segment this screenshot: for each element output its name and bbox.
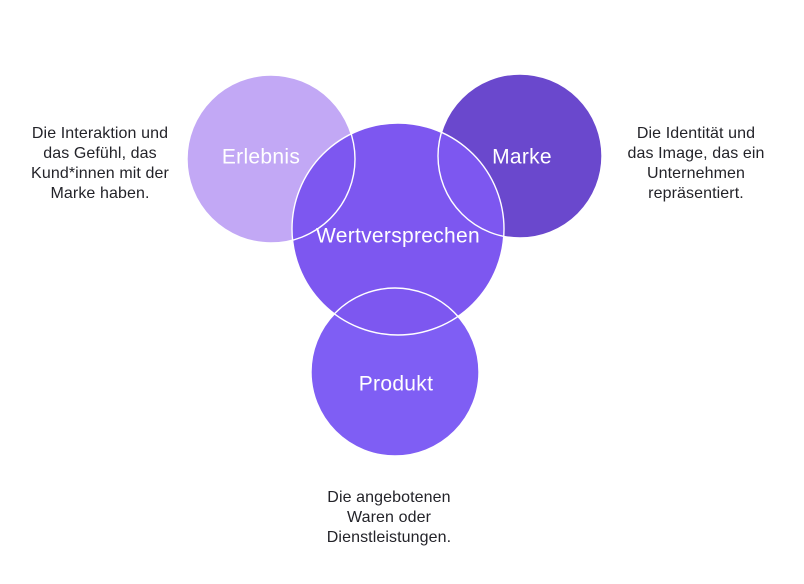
annotation-line: Die Identität und — [636, 125, 756, 142]
erlebnis-label: Erlebnis — [222, 146, 300, 169]
erlebnis-circle-outline — [186, 74, 356, 244]
annotation-line: Die Interaktion und — [31, 125, 169, 142]
marke-annotation: Die Identität und das Image, das ein Unt… — [601, 124, 791, 204]
wertversprechen-circle-outline — [291, 122, 505, 336]
erlebnis-annotation: Die Interaktion und das Gefühl, das Kund… — [5, 124, 195, 204]
annotation-line: Waren oder — [347, 509, 431, 526]
marke-label: Marke — [492, 146, 552, 169]
wertversprechen-label: Wertversprechen — [316, 225, 480, 248]
produkt-circle-outline — [310, 287, 480, 457]
annotation-line: das Gefühl, das — [43, 145, 157, 162]
produkt-label: Produkt — [359, 373, 433, 396]
annotation-line: Kund*innen mit der — [31, 165, 169, 182]
annotation-line: Die angebotenen — [327, 489, 451, 506]
wertversprechen-circle — [292, 123, 504, 335]
produkt-annotation: Die angebotenen Waren oder Dienstleistun… — [294, 488, 484, 548]
annotation-line: repräsentiert. — [648, 185, 744, 202]
produkt-circle — [311, 288, 479, 456]
marke-circle-outline — [437, 73, 603, 239]
annotation-line: Unternehmen — [646, 165, 746, 182]
annotation-line: Dienstleistungen. — [326, 529, 452, 546]
annotation-line: Marke haben. — [50, 185, 150, 202]
annotation-line: das Image, das ein — [627, 145, 765, 162]
